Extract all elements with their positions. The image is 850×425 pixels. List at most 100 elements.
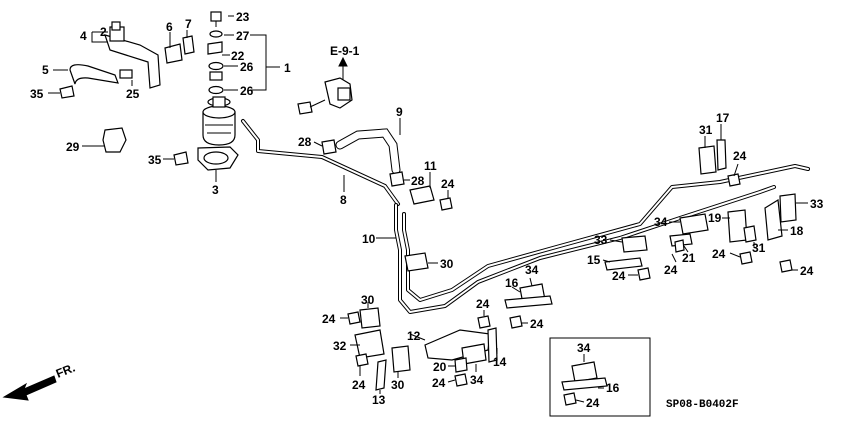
callout-34-c: 34 (470, 373, 484, 387)
callout-13: 13 (372, 393, 386, 407)
callout-30-a: 30 (440, 257, 454, 271)
callout-24-j: 24 (352, 378, 366, 392)
callout-33-a: 33 (810, 197, 824, 211)
bolt-24-k (563, 392, 577, 406)
clip-30-c (391, 345, 411, 373)
washer-26-b (208, 85, 224, 95)
callout-26-b: 26 (240, 84, 254, 98)
fuel-filter (202, 111, 236, 146)
clip-28-b (389, 171, 405, 187)
clip-2 (111, 21, 121, 31)
connector-e91 (297, 77, 353, 115)
callout-15: 15 (587, 253, 601, 267)
callout-24-f: 24 (476, 297, 490, 311)
washer-stack (207, 11, 224, 95)
bracket-14 (487, 327, 498, 363)
callout-31-b: 31 (752, 241, 766, 255)
detail-inset (549, 337, 651, 417)
callout-35-a: 35 (30, 87, 44, 101)
front-label: FR. (54, 361, 77, 381)
callout-31-a: 31 (699, 123, 713, 137)
bracket-assembly-2-4 (59, 21, 195, 99)
lower-clip-group (477, 283, 553, 329)
washer-26-a (208, 61, 224, 71)
callout-33-b: 33 (594, 233, 608, 247)
bracket-4 (104, 34, 161, 89)
callout-20: 20 (433, 360, 447, 374)
bracket-19 (727, 209, 748, 243)
callout-9: 9 (396, 105, 403, 119)
callout-17: 17 (716, 111, 730, 125)
bolt-24-j (355, 353, 369, 367)
callout-19: 19 (708, 211, 722, 225)
clip-11 (409, 185, 435, 205)
callout-10: 10 (362, 232, 376, 246)
callout-27: 27 (236, 29, 250, 43)
bolt-23 (210, 11, 222, 22)
washer-27 (209, 30, 223, 38)
callout-28-b: 28 (411, 174, 425, 188)
clip-30-b (359, 307, 381, 329)
middle-clip-group (604, 213, 709, 281)
bolt-25 (119, 69, 133, 79)
clip-33-a (779, 193, 797, 223)
drawing-code: SP08-B0402F (666, 399, 739, 411)
bolt-24-i (454, 373, 468, 387)
callout-24-e: 24 (612, 269, 626, 283)
bracket-32 (354, 329, 385, 359)
bolt-24-a (439, 197, 453, 211)
fuel-filter-assembly (197, 96, 239, 171)
clip-20 (454, 357, 468, 373)
callout-34-d: 34 (577, 341, 591, 355)
clip-33-b (621, 235, 648, 253)
bolt-24-h (347, 311, 361, 325)
bolt-35-b (173, 151, 189, 166)
callout-34-b: 34 (525, 263, 539, 277)
callout-22: 22 (231, 49, 245, 63)
bracket-15 (604, 257, 643, 271)
callout-24-g: 24 (530, 317, 544, 331)
callout-5: 5 (42, 63, 49, 77)
bolt-24-g (509, 315, 523, 329)
callout-16-a: 16 (505, 276, 519, 290)
callout-24-a: 24 (441, 177, 455, 191)
callout-18: 18 (790, 224, 804, 238)
callout-24-c: 24 (712, 247, 726, 261)
callout-16-b: 16 (606, 381, 620, 395)
bracket-16-b (561, 377, 608, 391)
clip-31-a (698, 145, 717, 175)
callout-34-a: 34 (654, 215, 668, 229)
callout-14: 14 (493, 355, 507, 369)
callout-8: 8 (340, 193, 347, 207)
front-arrow-icon (2, 375, 57, 401)
callout-25: 25 (126, 87, 140, 101)
bracket-16-a (504, 295, 553, 309)
reference-e91: E-9-1 (330, 44, 360, 58)
callout-30-c: 30 (391, 378, 405, 392)
callout-4: 4 (80, 29, 87, 43)
callout-32: 32 (333, 339, 347, 353)
bolt-24-f (477, 315, 491, 329)
clip-30-a (404, 252, 429, 272)
clip-34-d (571, 361, 598, 383)
callout-35-b: 35 (148, 153, 162, 167)
leader-lines (48, 15, 808, 403)
rubber-6 (164, 43, 183, 64)
rear-clip-group (698, 139, 797, 273)
callout-24-k: 24 (586, 396, 600, 410)
band-5 (69, 64, 119, 85)
bolt-22 (207, 41, 223, 55)
callout-26-a: 26 (240, 60, 254, 74)
callout-6: 6 (166, 20, 173, 34)
bracket-18 (764, 198, 783, 241)
callout-24-b: 24 (733, 149, 747, 163)
callout-7: 7 (185, 17, 192, 31)
callout-28-a: 28 (298, 135, 312, 149)
cap-7 (182, 35, 195, 55)
callout-labels: 23 27 22 26 26 1 2 4 6 7 5 35 25 29 35 3… (30, 10, 824, 411)
callout-29: 29 (66, 140, 80, 154)
callout-12: 12 (407, 329, 421, 343)
bolt-24-c (739, 251, 753, 265)
clip-31-b (743, 225, 757, 243)
